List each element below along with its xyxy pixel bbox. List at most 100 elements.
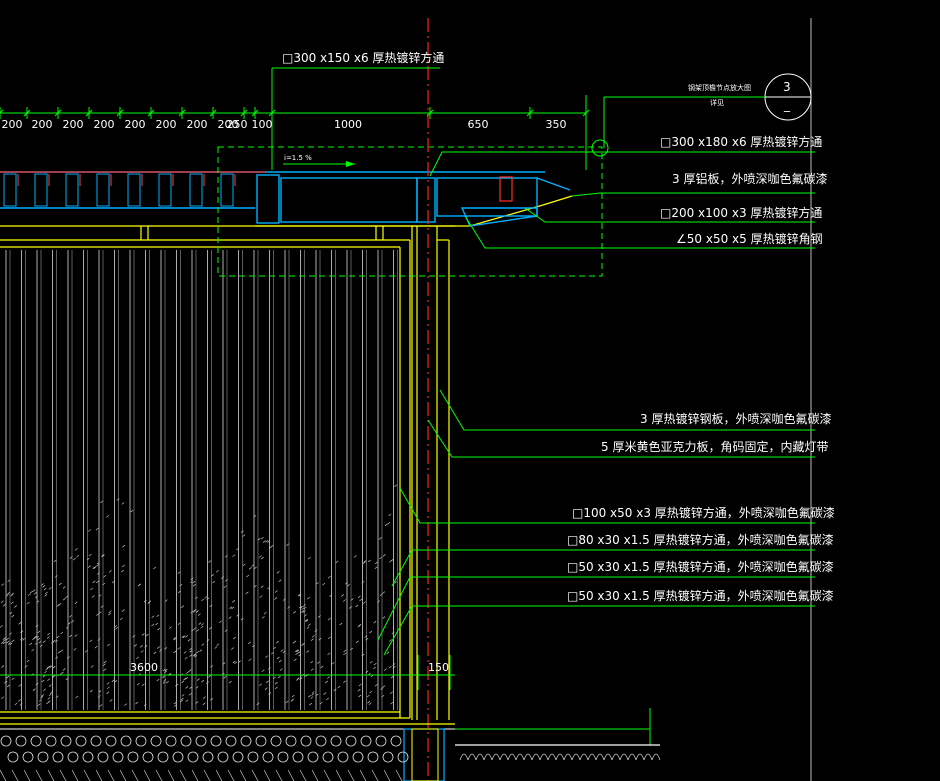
hatch-mark: [11, 614, 15, 618]
hatch-mark: [139, 645, 143, 648]
hatch-mark: [309, 702, 313, 706]
gravel-hatch: [335, 769, 343, 781]
top-callout: □300 x150 x6 厚热镀锌方通: [272, 50, 444, 69]
hatch-mark: [45, 667, 49, 671]
hatch-mark: [153, 651, 157, 655]
callouts-low: □100 x50 x3 厚热镀锌方通，外喷深咖色氟碳漆 □80 x30 x1.5…: [377, 487, 835, 656]
hatch-mark: [163, 670, 167, 674]
gravel-stone: [0, 735, 12, 747]
hatch-mark: [208, 627, 212, 630]
hatch-mark: [162, 681, 166, 684]
hatch-mark: [122, 544, 126, 548]
hatch-mark: [382, 591, 386, 594]
gravel-stone: [52, 751, 64, 763]
hatch-mark: [60, 649, 64, 652]
hatch-mark: [276, 656, 280, 660]
hatch-mark: [106, 686, 110, 690]
hatch-mark: [224, 629, 228, 632]
hatch-mark: [56, 635, 60, 639]
gravel-hatch: [251, 769, 259, 781]
hatch-mark: [58, 582, 62, 586]
hatch-mark: [363, 560, 367, 563]
callout-r-2: □200 x100 x3 厚热镀锌方通: [660, 205, 822, 220]
hatch-mark: [202, 702, 206, 706]
hatch-mark: [8, 632, 12, 636]
hatch-mark: [65, 677, 69, 681]
hatch-mark: [86, 557, 90, 561]
hatch-mark: [357, 595, 361, 599]
hatch-mark: [33, 591, 37, 595]
hatch-mark: [87, 529, 91, 532]
earth-mark: [611, 753, 621, 761]
gravel-hatch: [11, 769, 19, 781]
slope-text: i=1.5 %: [284, 154, 312, 162]
hatch-mark: [198, 622, 202, 625]
dim-slash-0: [0, 109, 4, 114]
hatch-mark: [11, 677, 15, 681]
hatch-mark: [303, 614, 307, 617]
gravel-hatch: [143, 769, 151, 781]
hatch-mark: [99, 704, 103, 707]
hatch-mark: [72, 557, 76, 561]
hatch-mark: [389, 639, 392, 642]
hatch-mark: [7, 579, 11, 583]
dim-slash-7: [209, 109, 217, 117]
gravel-hatch: [95, 769, 103, 781]
hatch-mark: [73, 648, 77, 651]
hatch-mark: [379, 556, 383, 560]
earth-mark: [627, 753, 637, 761]
hatch-mark: [37, 703, 41, 707]
hatch-mark: [47, 665, 51, 668]
hatch-mark: [282, 598, 286, 601]
top-dim-3: 200: [94, 118, 115, 131]
earth-mark: [643, 753, 653, 761]
hatch-mark: [95, 527, 99, 531]
hatch-mark: [18, 684, 22, 687]
hatch-mark: [386, 651, 390, 655]
hatch-mark: [298, 593, 302, 597]
hatch-mark: [184, 656, 188, 660]
hatch-mark: [212, 580, 216, 584]
hatch-mark: [267, 540, 271, 543]
hatch-mark: [301, 607, 305, 610]
callouts-mid: 3 厚热镀锌钢板，外喷深咖色氟碳漆 5 厚米黄色亚克力板，角码固定，内藏灯带: [427, 389, 831, 458]
hatch-mark: [148, 600, 152, 603]
roof-slat: [96, 173, 110, 207]
hatch-mark: [327, 652, 331, 656]
dim-slash-4: [116, 109, 124, 117]
top-dim-12: 350: [546, 118, 567, 131]
hatch-mark: [10, 594, 14, 597]
hatch-mark: [369, 690, 373, 694]
gravel-stone: [247, 751, 259, 763]
gravel-stone: [90, 735, 102, 747]
gravel-stone: [352, 751, 364, 763]
hatch-mark: [185, 686, 189, 689]
hatch-mark: [111, 679, 115, 683]
hatch-mark: [14, 702, 18, 706]
roof-slat: [3, 173, 17, 207]
hatch-mark: [208, 675, 211, 678]
gravel-stone: [82, 751, 94, 763]
earth-mark: [539, 753, 549, 761]
hatch-mark: [120, 569, 124, 573]
gravel-stone: [202, 751, 214, 763]
hatch-mark: [368, 702, 372, 705]
hatch-mark: [98, 690, 102, 693]
dim-slash-11: [426, 109, 434, 117]
hatch-mark: [240, 617, 244, 621]
slope-indicator: i=1.5 %: [283, 154, 355, 167]
hatch-mark: [41, 679, 45, 683]
hatch-mark: [164, 647, 168, 650]
top-title: □300 x150 x6 厚热镀锌方通: [282, 50, 444, 65]
hatch-mark: [34, 642, 38, 645]
texture-hatch: [0, 484, 398, 707]
hatch-mark: [164, 599, 168, 602]
hatch-mark: [119, 617, 123, 621]
hatch-mark: [293, 640, 297, 644]
hatch-mark: [10, 601, 14, 605]
hatch-mark: [179, 699, 183, 703]
hatch-mark: [342, 599, 346, 602]
detail-box: [217, 146, 603, 277]
hatch-mark: [315, 693, 319, 697]
top-dim-2: 200: [63, 118, 84, 131]
